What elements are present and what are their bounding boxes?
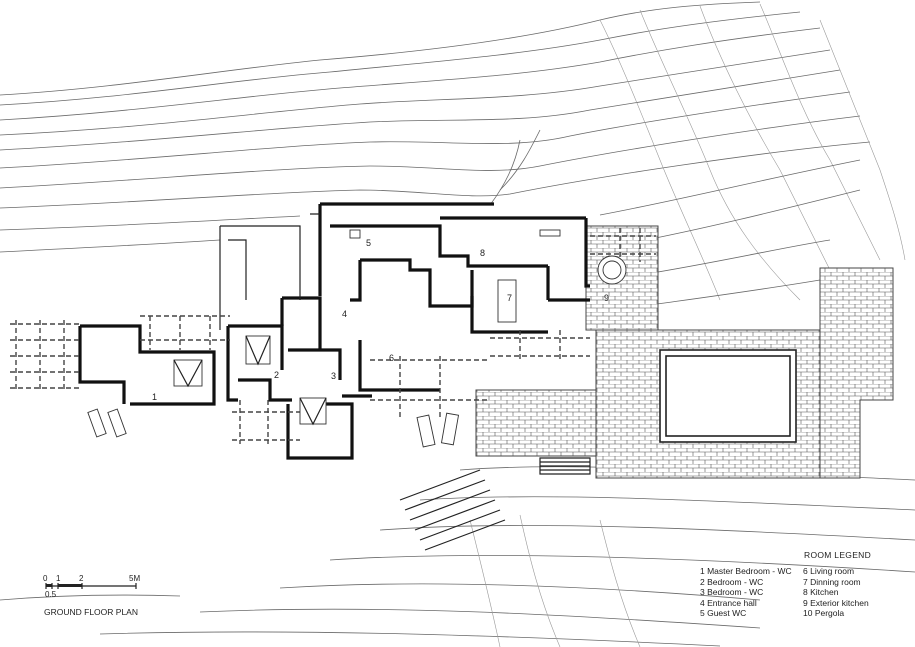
scale-bar (45, 583, 137, 589)
legend-item: 7 Dinning room (803, 576, 861, 587)
room-label-5: 5 (366, 238, 371, 248)
scale-label-half: 0.5 (45, 590, 57, 599)
pergola-beams (10, 228, 656, 444)
scale-label-5m: 5M (129, 574, 141, 583)
scale-label-0: 0 (43, 574, 48, 583)
room-legend-column-2: 6 Living room 7 Dinning room 8 Kitchen 9… (803, 566, 869, 619)
room-legend-column-1: 1 Master Bedroom - WC 2 Bedroom - WC 3 B… (700, 566, 792, 619)
room-label-1: 1 (152, 392, 157, 402)
room-label-8: 8 (480, 248, 485, 258)
legend-item: 2 Bedroom - WC (700, 576, 764, 587)
garden-stairs (399, 457, 591, 551)
furniture (87, 229, 627, 448)
room-legend-title: ROOM LEGEND (804, 550, 872, 560)
room-label-7: 7 (507, 293, 512, 303)
scale-label-2: 2 (79, 574, 84, 583)
legend-item: 10 Pergola (803, 608, 845, 619)
legend-item: 8 Kitchen (803, 587, 839, 598)
legend-item: 5 Guest WC (700, 608, 747, 619)
terrain-contours-lower (0, 466, 915, 647)
room-number-labels: 1 2 3 4 5 6 7 8 9 (152, 238, 609, 402)
legend-item: 3 Bedroom - WC (700, 587, 764, 598)
terrain-contours-upper (0, 1, 906, 306)
plan-title: GROUND FLOOR PLAN (44, 607, 138, 617)
room-label-3: 3 (331, 371, 336, 381)
legend-item: 1 Master Bedroom - WC (700, 566, 792, 576)
room-label-6: 6 (389, 353, 394, 363)
legend-item: 6 Living room (803, 566, 855, 576)
room-label-9: 9 (604, 293, 609, 303)
scale-label-1: 1 (56, 574, 61, 583)
room-label-4: 4 (342, 309, 347, 319)
house-walls (78, 202, 590, 460)
room-label-2: 2 (274, 370, 279, 380)
legend-item: 4 Entrance hall (700, 597, 757, 608)
legend-item: 9 Exterior kitchen (803, 597, 869, 608)
